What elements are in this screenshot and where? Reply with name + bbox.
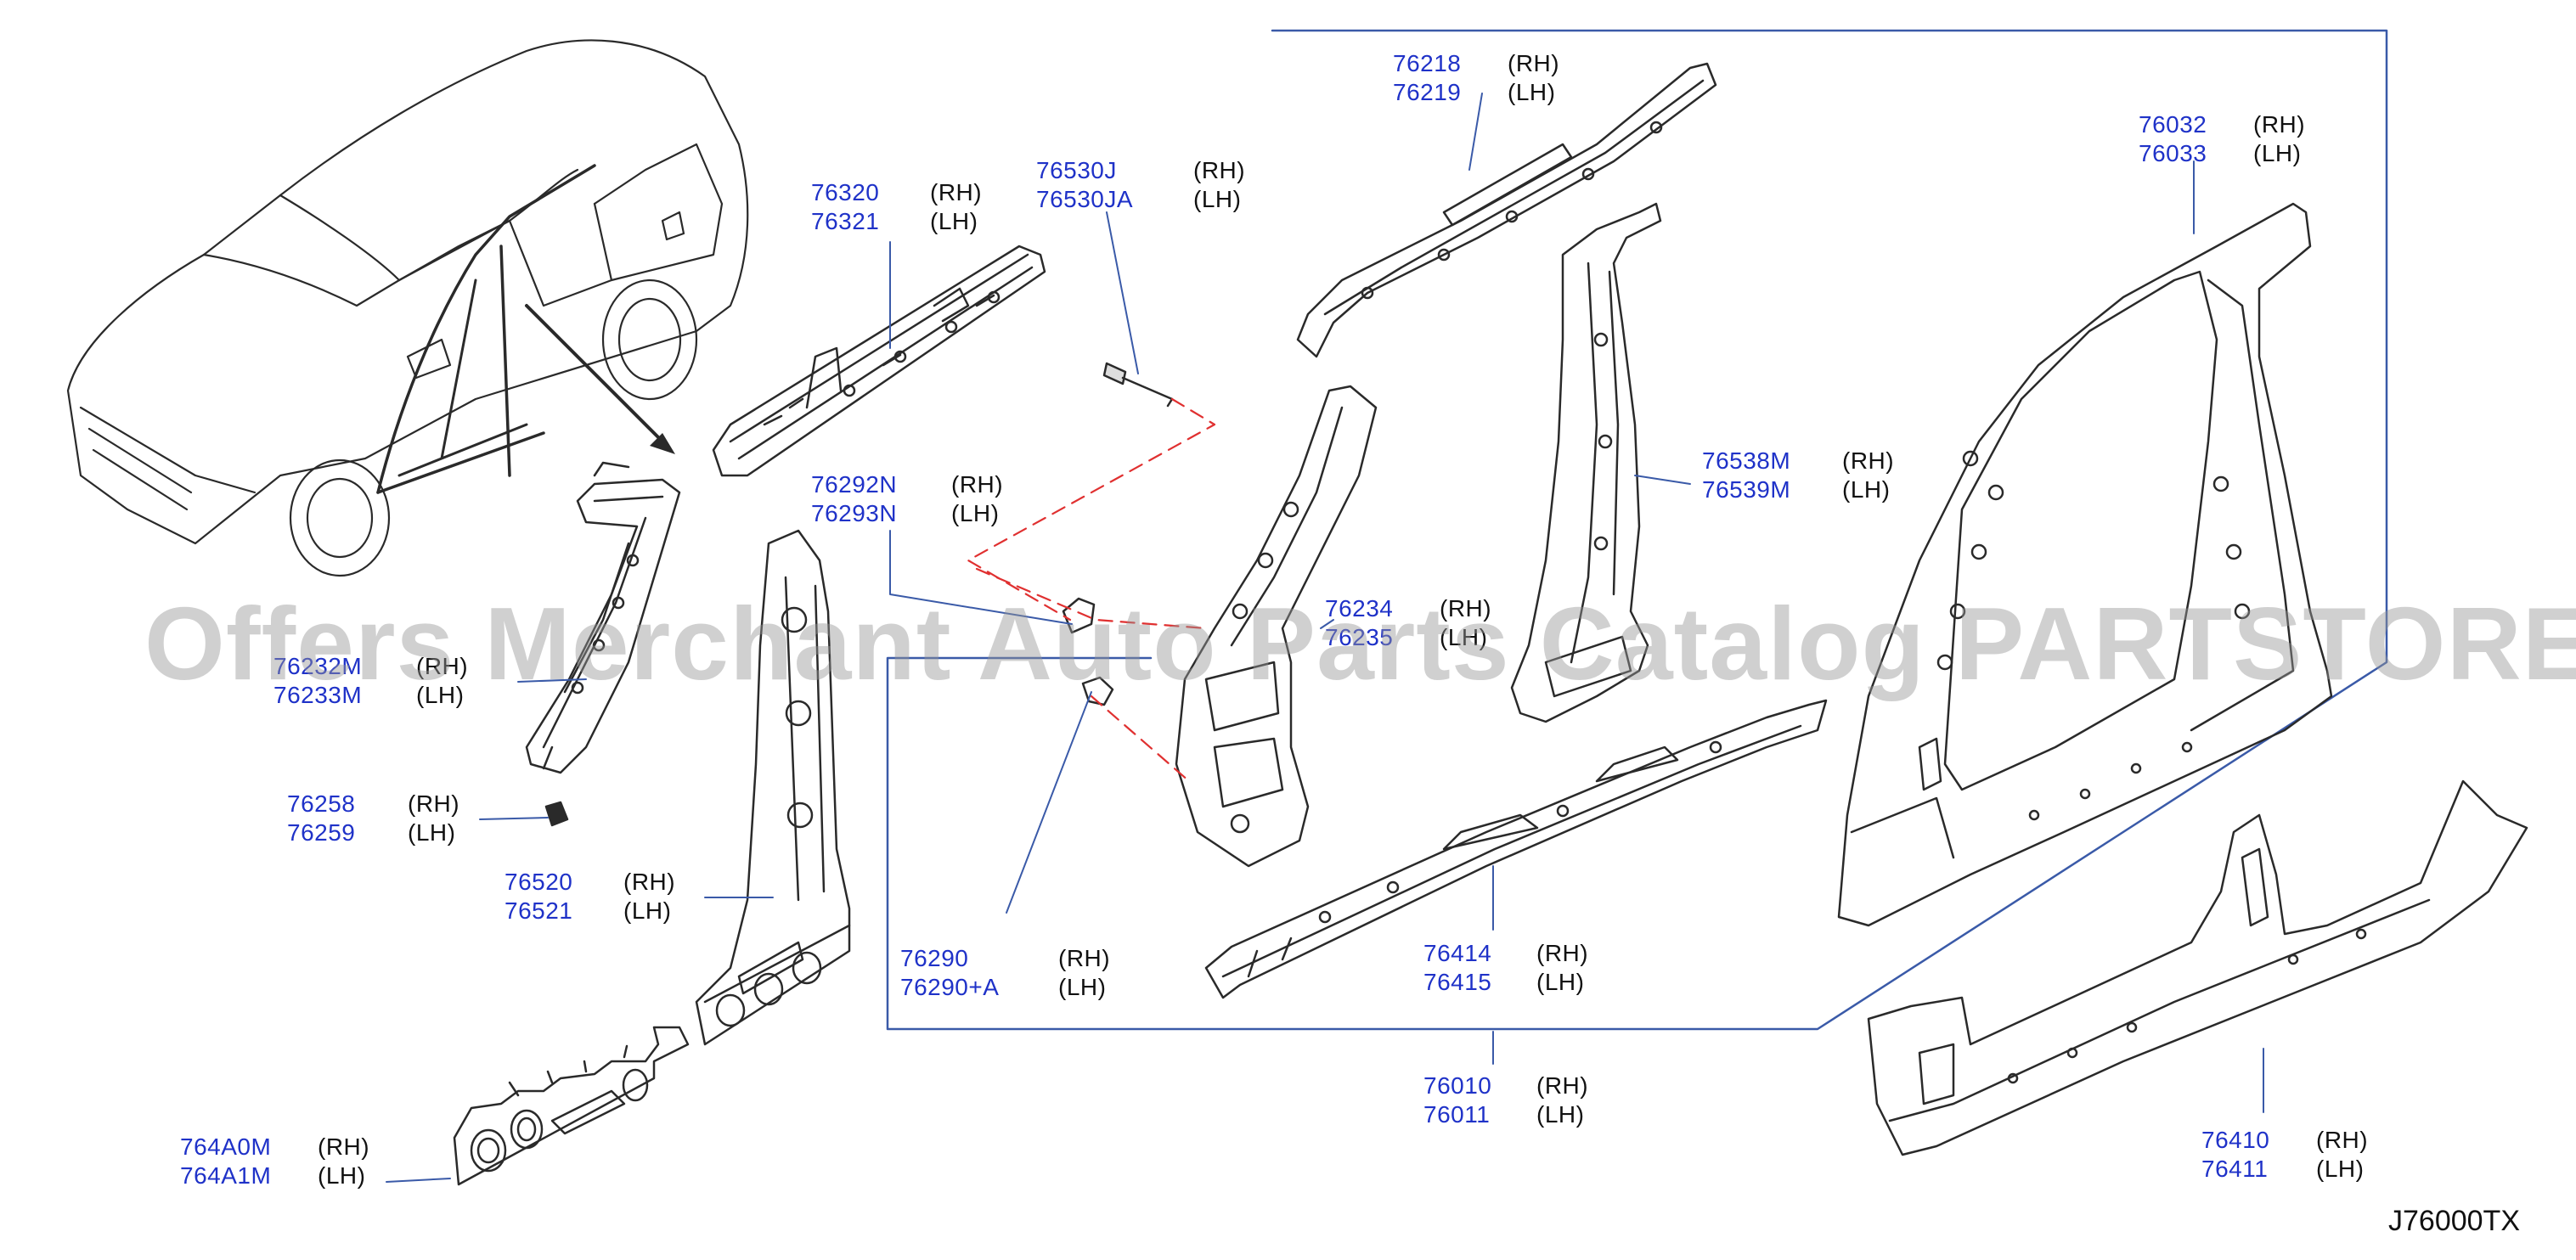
part-number-76010[interactable]: 76010	[1423, 1072, 1492, 1099]
side-label-lh: (LH)	[1058, 974, 1107, 1000]
part-76538-pillar	[1510, 202, 1662, 723]
callout-76292: 76292N (RH) 76293N (LH)	[811, 470, 1003, 528]
side-label-lh: (LH)	[623, 897, 672, 924]
part-number-76032[interactable]: 76032	[2139, 111, 2207, 138]
part-number-76259[interactable]: 76259	[287, 819, 356, 846]
part-number-76011[interactable]: 76011	[1423, 1101, 1491, 1128]
side-label-lh: (LH)	[1536, 1101, 1585, 1128]
part-number-76232m[interactable]: 76232M	[273, 653, 363, 679]
part-76520-pillar	[695, 529, 851, 1046]
part-76258-clip	[544, 801, 569, 827]
part-76234-pillar	[1175, 385, 1378, 868]
part-number-76235[interactable]: 76235	[1325, 624, 1394, 650]
side-label-rh: (RH)	[930, 179, 983, 205]
side-label-rh: (RH)	[2316, 1127, 2369, 1153]
side-label-lh: (LH)	[1508, 79, 1556, 105]
side-label-lh: (LH)	[416, 682, 465, 708]
callout-76010: 76010 (RH) 76011 (LH)	[1423, 1072, 1588, 1129]
side-label-rh: (RH)	[1058, 945, 1111, 971]
callout-76234: 76234 (RH) 76235 (LH)	[1325, 594, 1491, 652]
part-764a0-plate	[453, 1026, 690, 1186]
side-label-rh: (RH)	[408, 790, 460, 817]
part-number-76321[interactable]: 76321	[811, 208, 880, 234]
callout-76218: 76218 (RH) 76219 (LH)	[1393, 49, 1559, 107]
part-76410-sill	[1867, 779, 2528, 1156]
part-number-76521[interactable]: 76521	[504, 897, 573, 924]
callout-76414: 76414 (RH) 76415 (LH)	[1423, 939, 1588, 997]
callout-76320: 76320 (RH) 76321 (LH)	[811, 178, 982, 236]
side-label-lh: (LH)	[1536, 969, 1585, 995]
side-label-rh: (RH)	[1842, 447, 1895, 474]
side-label-lh: (LH)	[1842, 476, 1891, 503]
side-label-rh: (RH)	[416, 653, 469, 679]
assembly-dash-lines	[967, 397, 1216, 783]
side-label-lh: (LH)	[2316, 1156, 2365, 1182]
assembly-outline	[886, 29, 2388, 1031]
pointer-arrowhead	[650, 433, 675, 454]
part-number-76414[interactable]: 76414	[1423, 940, 1492, 966]
part-76320-rail	[712, 245, 1046, 477]
part-number-76219[interactable]: 76219	[1393, 79, 1462, 105]
part-number-76290[interactable]: 76290	[900, 945, 969, 971]
part-76292-clip	[1062, 597, 1096, 634]
callout-76410: 76410 (RH) 76411 (LH)	[2201, 1126, 2368, 1184]
part-number-76530j[interactable]: 76530J	[1036, 157, 1117, 183]
vehicle-illustration	[66, 39, 749, 577]
part-76232-pillar	[525, 461, 681, 774]
part-number-76033[interactable]: 76033	[2139, 140, 2207, 166]
callout-76538: 76538M (RH) 76539M (LH)	[1702, 447, 1894, 504]
callout-76520: 76520 (RH) 76521 (LH)	[504, 868, 675, 925]
side-label-rh: (RH)	[951, 471, 1004, 498]
side-label-lh: (LH)	[930, 208, 978, 234]
part-number-76292n[interactable]: 76292N	[811, 471, 898, 498]
callout-76258: 76258 (RH) 76259 (LH)	[287, 790, 459, 847]
part-76290-clip	[1081, 676, 1114, 706]
part-number-76234[interactable]: 76234	[1325, 595, 1394, 622]
part-number-764a0m[interactable]: 764A0M	[180, 1133, 272, 1160]
side-label-rh: (RH)	[318, 1133, 370, 1160]
side-label-lh: (LH)	[408, 819, 456, 846]
part-number-76411[interactable]: 76411	[2201, 1156, 2269, 1182]
part-number-76290-a[interactable]: 76290+A	[900, 974, 1000, 1000]
diagram-code: J76000TX	[2388, 1205, 2520, 1237]
part-number-76538m[interactable]: 76538M	[1702, 447, 1791, 474]
side-label-rh: (RH)	[1536, 1072, 1589, 1099]
part-number-76320[interactable]: 76320	[811, 179, 880, 205]
side-label-rh: (RH)	[623, 869, 676, 895]
side-label-rh: (RH)	[1193, 157, 1246, 183]
callout-76530: 76530J (RH) 76530JA (LH)	[1036, 156, 1245, 214]
part-number-764a1m[interactable]: 764A1M	[180, 1162, 272, 1189]
part-number-76520[interactable]: 76520	[504, 869, 573, 895]
part-number-76233m[interactable]: 76233M	[273, 682, 363, 708]
side-label-lh: (LH)	[1193, 186, 1242, 212]
part-number-76410[interactable]: 76410	[2201, 1127, 2270, 1153]
callout-76232: 76232M (RH) 76233M (LH)	[273, 652, 468, 710]
part-76530-rivet	[1102, 362, 1174, 408]
part-number-76293n[interactable]: 76293N	[811, 500, 898, 526]
side-label-rh: (RH)	[1440, 595, 1492, 622]
side-label-lh: (LH)	[318, 1162, 366, 1189]
side-label-rh: (RH)	[1536, 940, 1589, 966]
side-label-rh: (RH)	[1508, 50, 1560, 76]
part-number-76539m[interactable]: 76539M	[1702, 476, 1791, 503]
callout-764a0: 764A0M (RH) 764A1M (LH)	[180, 1133, 369, 1190]
pointer-arrow	[525, 304, 664, 443]
part-number-76415[interactable]: 76415	[1423, 969, 1492, 995]
part-number-76218[interactable]: 76218	[1393, 50, 1462, 76]
part-number-76258[interactable]: 76258	[287, 790, 356, 817]
side-label-lh: (LH)	[2253, 140, 2302, 166]
side-label-lh: (LH)	[951, 500, 1000, 526]
side-label-lh: (LH)	[1440, 624, 1488, 650]
leader-lines	[386, 93, 2264, 1183]
callout-76032: 76032 (RH) 76033 (LH)	[2139, 110, 2305, 168]
part-number-76530ja[interactable]: 76530JA	[1036, 186, 1134, 212]
callout-76290: 76290 (RH) 76290+A (LH)	[900, 944, 1110, 1002]
side-label-rh: (RH)	[2253, 111, 2306, 138]
part-76414-sill	[1204, 699, 1828, 999]
part-76032-body-side	[1837, 202, 2333, 927]
part-76218-rail	[1296, 62, 1717, 358]
